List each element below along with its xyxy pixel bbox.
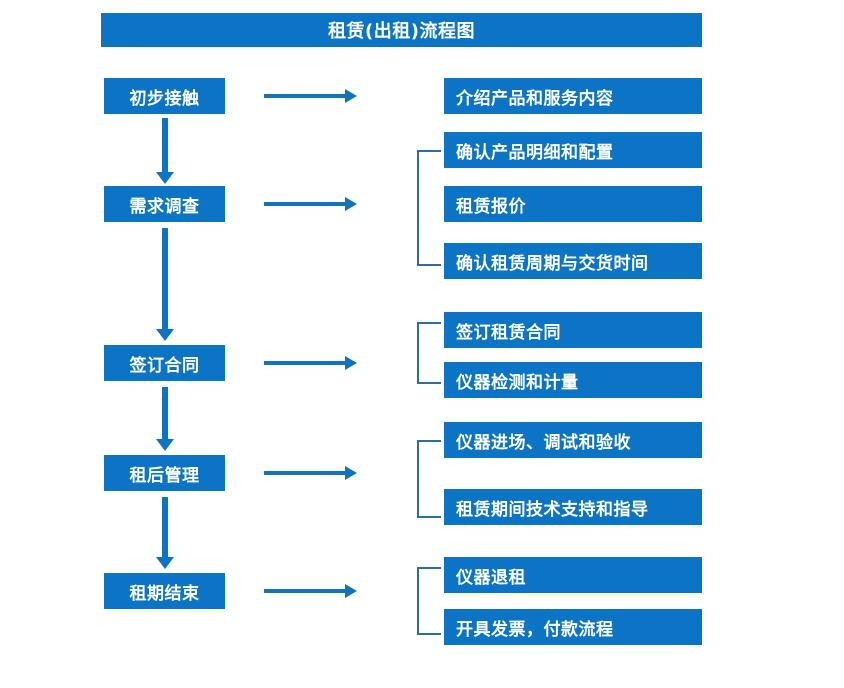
stage-box-1[interactable]: 初步接触 [104, 78, 225, 114]
detail-box-10[interactable]: 开具发票，付款流程 [444, 609, 702, 645]
detail-box-6[interactable]: 仪器检测和计量 [444, 362, 702, 398]
stage-box-5[interactable]: 租期结束 [104, 573, 225, 609]
detail-box-1[interactable]: 介绍产品和服务内容 [444, 78, 702, 114]
detail-box-3[interactable]: 租赁报价 [444, 186, 702, 222]
stage-box-2[interactable]: 需求调查 [104, 186, 225, 222]
stage-box-3[interactable]: 签订合同 [104, 345, 225, 381]
group-bracket-2 [417, 322, 441, 384]
branch-arrow-right-4 [264, 466, 357, 480]
detail-box-2[interactable]: 确认产品明细和配置 [444, 132, 702, 168]
flow-arrow-down-3 [156, 387, 174, 451]
group-bracket-1 [417, 150, 441, 266]
branch-arrow-right-3 [264, 356, 357, 370]
diagram-title: 租赁(出租)流程图 [101, 13, 702, 47]
stage-box-4[interactable]: 租后管理 [104, 455, 225, 491]
flow-arrow-down-1 [156, 118, 174, 184]
branch-arrow-right-2 [264, 197, 357, 211]
group-bracket-4 [417, 567, 441, 635]
detail-box-5[interactable]: 签订租赁合同 [444, 312, 702, 348]
flow-arrow-down-4 [156, 497, 174, 569]
group-bracket-3 [417, 440, 441, 518]
detail-box-8[interactable]: 租赁期间技术支持和指导 [444, 489, 702, 525]
branch-arrow-right-1 [264, 89, 357, 103]
flow-arrow-down-2 [156, 228, 174, 341]
detail-box-4[interactable]: 确认租赁周期与交货时间 [444, 243, 702, 279]
branch-arrow-right-5 [264, 584, 357, 598]
detail-box-9[interactable]: 仪器退租 [444, 557, 702, 593]
detail-box-7[interactable]: 仪器进场、调试和验收 [444, 422, 702, 458]
